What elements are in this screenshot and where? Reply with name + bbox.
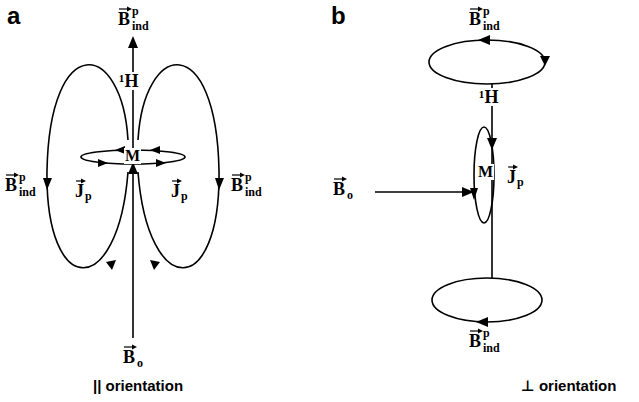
atom-label: M bbox=[124, 148, 141, 164]
subscript: p bbox=[84, 190, 93, 202]
vector-symbol: J bbox=[506, 168, 517, 186]
superscript: p bbox=[244, 171, 253, 183]
orientation-label: ⊥ orientation bbox=[520, 378, 617, 393]
vector-symbol: B bbox=[332, 180, 346, 198]
vector-symbol: J bbox=[170, 182, 181, 200]
subscript: o bbox=[136, 357, 144, 369]
orientation-label: || orientation bbox=[92, 378, 184, 393]
subscript: ind bbox=[482, 342, 501, 354]
subscript: ind bbox=[482, 20, 501, 32]
nucleus-label: ¹H bbox=[478, 88, 499, 106]
panel-letter: b bbox=[330, 4, 347, 28]
vector-symbol: J bbox=[74, 182, 85, 200]
vector-symbol: B bbox=[117, 10, 131, 28]
atom-label: M bbox=[477, 164, 494, 180]
subscript: p bbox=[516, 176, 525, 188]
vector-symbol: B bbox=[230, 176, 244, 194]
subscript: o bbox=[346, 189, 354, 201]
subscript: ind bbox=[244, 186, 263, 198]
panel-letter: a bbox=[6, 4, 21, 28]
vector-symbol: B bbox=[4, 176, 18, 194]
vector-symbol: B bbox=[468, 10, 482, 28]
superscript: p bbox=[18, 171, 27, 183]
vector-symbol: B bbox=[122, 348, 136, 366]
subscript: ind bbox=[131, 20, 150, 32]
subscript: p bbox=[180, 190, 189, 202]
nucleus-label: ¹H bbox=[118, 72, 139, 90]
subscript: ind bbox=[18, 186, 37, 198]
vector-symbol: B bbox=[468, 332, 482, 350]
superscript: p bbox=[482, 327, 491, 339]
superscript: p bbox=[482, 5, 491, 17]
superscript: p bbox=[131, 5, 140, 17]
